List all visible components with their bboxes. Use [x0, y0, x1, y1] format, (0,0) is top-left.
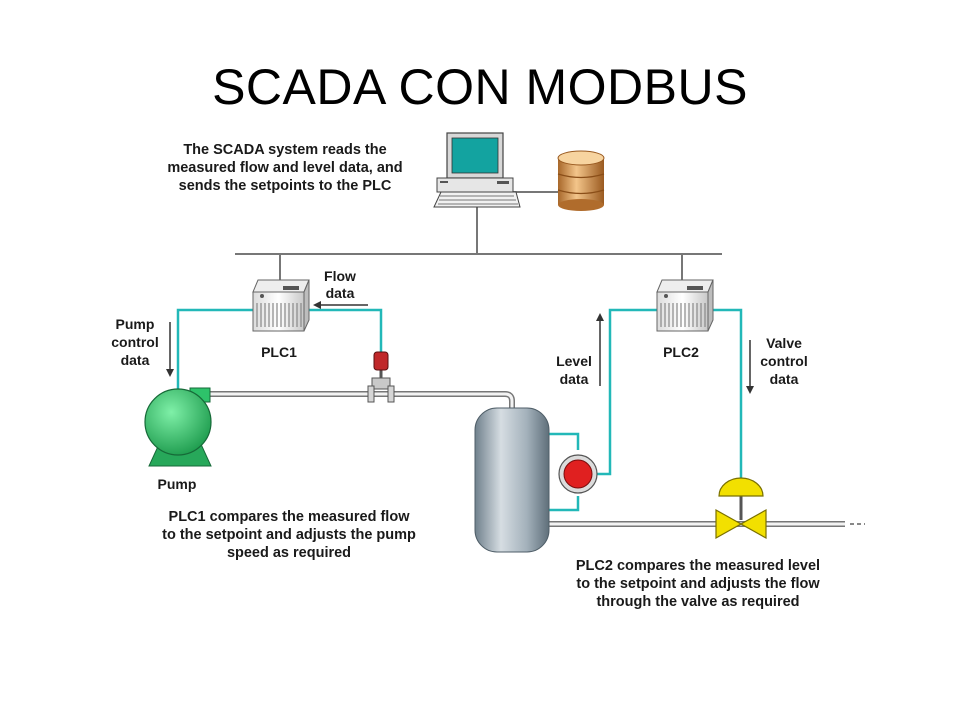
- level-data-arrow: [596, 313, 604, 386]
- pump-control-data-label: control: [111, 334, 158, 350]
- scada-caption: The SCADA system reads the measured flow…: [167, 142, 402, 194]
- pump-control-data-label: data: [121, 352, 150, 368]
- slide-title: SCADA CON MODBUS: [212, 59, 748, 115]
- plc1-caption: PLC1 compares the measured flow to the s…: [162, 509, 416, 561]
- control-valve-icon: [715, 477, 767, 540]
- database-icon: [557, 150, 605, 211]
- valve-control-data-label: control: [760, 353, 807, 369]
- flow-meter-icon: [367, 351, 395, 403]
- plc1-caption-line: PLC1 compares the measured flow: [169, 509, 411, 525]
- plc2-caption-line: through the valve as required: [596, 594, 799, 610]
- plc1-caption-line: speed as required: [227, 545, 351, 561]
- pump-label: Pump: [158, 476, 197, 492]
- plc2-caption: PLC2 compares the measured level to the …: [576, 558, 820, 610]
- plc2-icon: [656, 279, 714, 332]
- valve-control-arrow: [746, 340, 754, 394]
- valve-control-data-label: data: [770, 371, 799, 387]
- tank-icon: [474, 407, 550, 553]
- flow-data-label: Flow: [324, 268, 356, 284]
- plc1-icon: [252, 279, 310, 332]
- scada-caption-line: sends the setpoints to the PLC: [179, 178, 392, 194]
- plc2-label: PLC2: [663, 344, 699, 360]
- plc2-caption-line: to the setpoint and adjusts the flow: [576, 576, 820, 592]
- level-sensor-icon: [558, 454, 598, 494]
- scada-workstation-icon: [433, 132, 521, 208]
- pump-control-data-label: Pump: [116, 316, 155, 332]
- flow-data-label: data: [326, 285, 355, 301]
- scada-caption-line: measured flow and level data, and: [167, 160, 402, 176]
- network-bus: [235, 191, 722, 280]
- plc1-caption-line: to the setpoint and adjusts the pump: [162, 527, 416, 543]
- plc1-label: PLC1: [261, 344, 297, 360]
- pump-icon: [144, 387, 212, 467]
- signal-lines: [176, 308, 743, 512]
- level-data-label: Level: [556, 353, 592, 369]
- pump-control-arrow: [166, 322, 174, 377]
- process-pipes: [205, 391, 865, 527]
- flow-data-arrow: [313, 301, 368, 309]
- level-data-label: data: [560, 371, 589, 387]
- scada-caption-line: The SCADA system reads the: [183, 142, 386, 158]
- valve-control-data-label: Valve: [766, 335, 802, 351]
- plc2-caption-line: PLC2 compares the measured level: [576, 558, 820, 574]
